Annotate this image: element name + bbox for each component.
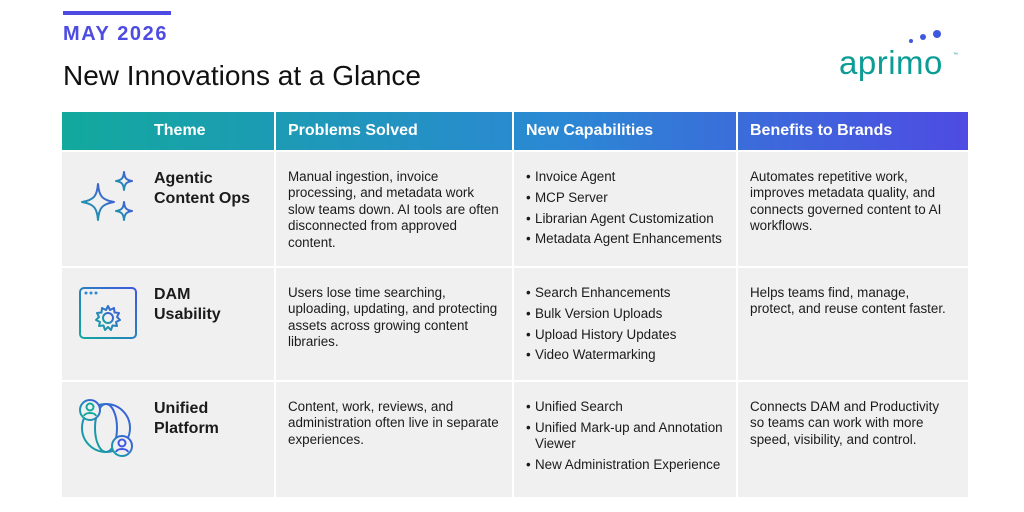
theme-cell: DAM Usability	[62, 268, 274, 380]
aprimo-logo: aprimo ™	[839, 30, 959, 86]
table-row: DAM Usability Users lose time searching,…	[62, 268, 968, 380]
theme-cell: Agentic Content Ops	[62, 152, 274, 266]
page-title: New Innovations at a Glance	[63, 60, 421, 91]
top-accent-rule	[63, 11, 171, 15]
benefit-cell: Helps teams find, manage, protect, and r…	[738, 268, 968, 380]
date-label: MAY 2026	[63, 23, 169, 45]
sparkles-icon	[81, 171, 133, 221]
table-row: Unified Platform Content, work, reviews,…	[62, 382, 968, 497]
list-item: Search Enhancements	[526, 285, 724, 302]
benefit-cell: Automates repetitive work, improves meta…	[738, 152, 968, 266]
trademark-mark: ™	[953, 52, 958, 58]
logo-dot	[920, 34, 926, 40]
logo-dot	[909, 39, 913, 43]
capabilities-cell: Invoice Agent MCP Server Librarian Agent…	[514, 152, 736, 266]
theme-label: DAM Usability	[154, 286, 221, 323]
capabilities-list: Search Enhancements Bulk Version Uploads…	[526, 285, 724, 364]
column-header-capabilities: New Capabilities	[526, 122, 654, 139]
column-header-theme: Theme	[154, 122, 206, 139]
table-row: Agentic Content Ops Manual ingestion, in…	[62, 152, 968, 266]
logo-dot	[933, 30, 941, 38]
list-item: Invoice Agent	[526, 169, 724, 186]
list-item: Librarian Agent Customization	[526, 211, 724, 228]
logo-wordmark: aprimo	[839, 44, 943, 81]
theme-label: Unified Platform	[154, 400, 219, 437]
list-item: MCP Server	[526, 190, 724, 207]
list-item: Video Watermarking	[526, 347, 724, 364]
globe-users-icon	[79, 399, 133, 457]
problem-cell: Content, work, reviews, and administrati…	[276, 382, 512, 497]
benefit-cell: Connects DAM and Productivity so teams c…	[738, 382, 968, 497]
capabilities-cell: Unified Search Unified Mark-up and Annot…	[514, 382, 736, 497]
innovations-table: Theme Problems Solved New Capabilities B…	[60, 112, 970, 497]
list-item: New Administration Experience	[526, 457, 724, 474]
capabilities-cell: Search Enhancements Bulk Version Uploads…	[514, 268, 736, 380]
table-header-row: Theme Problems Solved New Capabilities B…	[62, 112, 968, 150]
list-item: Upload History Updates	[526, 327, 724, 344]
problem-cell: Manual ingestion, invoice processing, an…	[276, 152, 512, 266]
list-item: Unified Search	[526, 399, 724, 416]
capabilities-list: Invoice Agent MCP Server Librarian Agent…	[526, 169, 724, 248]
capabilities-list: Unified Search Unified Mark-up and Annot…	[526, 399, 724, 474]
list-item: Unified Mark-up and Annotation Viewer	[526, 420, 724, 453]
problem-cell: Users lose time searching, uploading, up…	[276, 268, 512, 380]
theme-label: Agentic Content Ops	[154, 170, 250, 207]
column-header-benefits: Benefits to Brands	[750, 122, 893, 139]
browser-gear-icon	[79, 287, 137, 339]
list-item: Bulk Version Uploads	[526, 306, 724, 323]
theme-cell: Unified Platform	[62, 382, 274, 497]
column-header-problems: Problems Solved	[288, 122, 418, 139]
list-item: Metadata Agent Enhancements	[526, 231, 724, 248]
